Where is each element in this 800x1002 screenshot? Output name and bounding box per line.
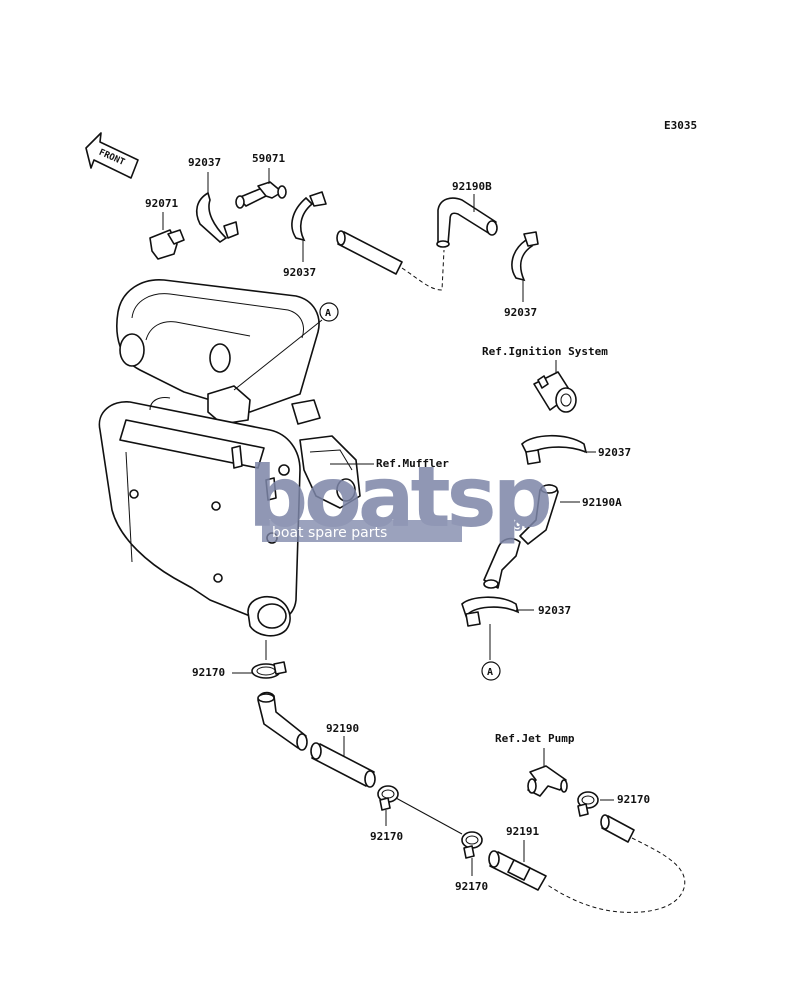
ref-muffler-label: Ref.Muffler — [376, 457, 449, 470]
front-arrow-icon: FRONT — [85, 132, 139, 179]
part-92170-clamp-right — [577, 791, 614, 817]
part-92037-clamp-ignition — [521, 434, 596, 465]
label-59071: 59071 — [252, 152, 285, 165]
hose-short-right — [545, 814, 686, 913]
label-92037-top-left: 92037 — [188, 156, 221, 169]
label-92037-mid: 92037 — [538, 604, 571, 617]
diagram-code: E3035 — [664, 119, 697, 132]
hose-straight-top — [336, 230, 445, 291]
label-92071: 92071 — [145, 197, 178, 210]
part-92190A-hose — [483, 484, 580, 589]
part-92037-clamp-top-right — [511, 231, 539, 302]
part-92037-clamp-mid — [461, 596, 534, 660]
label-92170-right: 92170 — [617, 793, 650, 806]
ref-jet-pump-label: Ref.Jet Pump — [495, 732, 575, 745]
part-92071-plug — [149, 212, 185, 260]
ref-a-top: A — [233, 302, 339, 391]
label-92170-bottom: 92170 — [455, 880, 488, 893]
part-92170-clamp-bottom — [461, 831, 483, 876]
label-92191: 92191 — [506, 825, 539, 838]
jet-pump-fitting — [527, 765, 568, 797]
part-59071-fitting — [235, 168, 287, 209]
label-92170-mid: 92170 — [370, 830, 403, 843]
part-92037-clamp-top-mid — [291, 191, 327, 262]
part-92170-clamp-mid — [377, 785, 463, 835]
label-92037-top-right: 92037 — [504, 306, 537, 319]
label-92190A: 92190A — [582, 496, 622, 509]
muffler-assembly — [98, 279, 361, 637]
part-92170-clamp-left — [232, 661, 287, 679]
part-92190-hose-elbow — [257, 691, 308, 751]
ref-a-bottom-label: A — [487, 667, 493, 678]
label-92037-ignition: 92037 — [598, 446, 631, 459]
ref-a-top-label: A — [325, 308, 331, 319]
part-92190B-hose — [436, 194, 498, 248]
part-92190-hose — [310, 736, 376, 788]
ref-ignition-label: Ref.Ignition System — [482, 345, 608, 358]
watermark-suffix: .gr — [508, 516, 530, 532]
part-92191-hose — [488, 840, 547, 891]
label-92190B: 92190B — [452, 180, 492, 193]
part-92037-clamp-top-left — [195, 172, 239, 244]
label-92037-top-mid: 92037 — [283, 266, 316, 279]
label-92190: 92190 — [326, 722, 359, 735]
ref-a-bottom: A — [481, 661, 501, 681]
watermark-tagline: boat spare parts — [272, 525, 387, 541]
ignition-fitting — [533, 371, 577, 413]
label-92170-left: 92170 — [192, 666, 225, 679]
watermark: boatsp .gr boat spare parts — [248, 448, 554, 546]
